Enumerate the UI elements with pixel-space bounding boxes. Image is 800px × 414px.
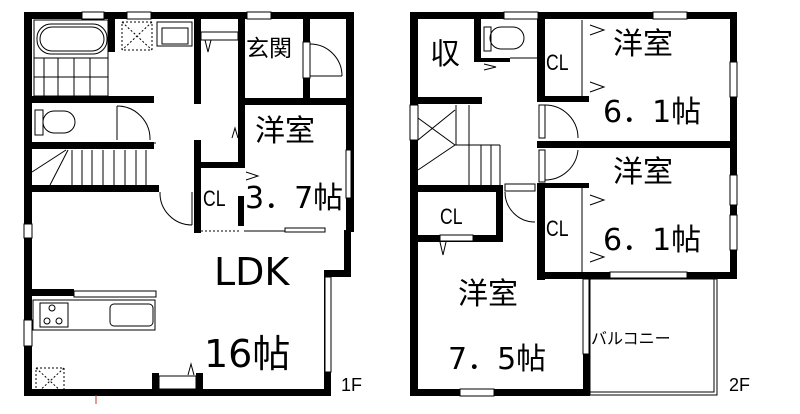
- room-label-western-2f-1: 洋室: [613, 27, 673, 62]
- room-size-western-2f-2: 6．1帖: [603, 223, 702, 258]
- room-size-western-1f: 3．7帖: [245, 181, 344, 216]
- balcony-label: バルコニー: [591, 329, 671, 348]
- room-size-western-2f-1: 6．1帖: [603, 95, 702, 130]
- floor-label-1f: 1F: [341, 375, 363, 395]
- room-label-western-2f-3: 洋室: [458, 277, 518, 312]
- room-label-western-1f: 洋室: [255, 114, 315, 149]
- room-size-western-2f-3: 7．5帖: [448, 342, 547, 377]
- room-label-western-2f-2: 洋室: [613, 155, 673, 190]
- closet-label-2f-2: CL: [546, 216, 569, 241]
- room-label-storage: 収: [430, 37, 460, 72]
- floor-label-2f: 2F: [729, 375, 751, 395]
- closet-label-1f: CL: [203, 186, 226, 211]
- closet-label-2f-1: CL: [546, 50, 569, 75]
- closet-label-2f-3: CL: [440, 204, 463, 229]
- room-label-ldk: LDK: [214, 250, 290, 294]
- room-size-ldk: 16帖: [204, 332, 291, 376]
- room-label-entrance: 玄関: [246, 36, 292, 62]
- floor-1-fixtures: [23, 11, 352, 404]
- floor-2-fixtures: [409, 11, 738, 397]
